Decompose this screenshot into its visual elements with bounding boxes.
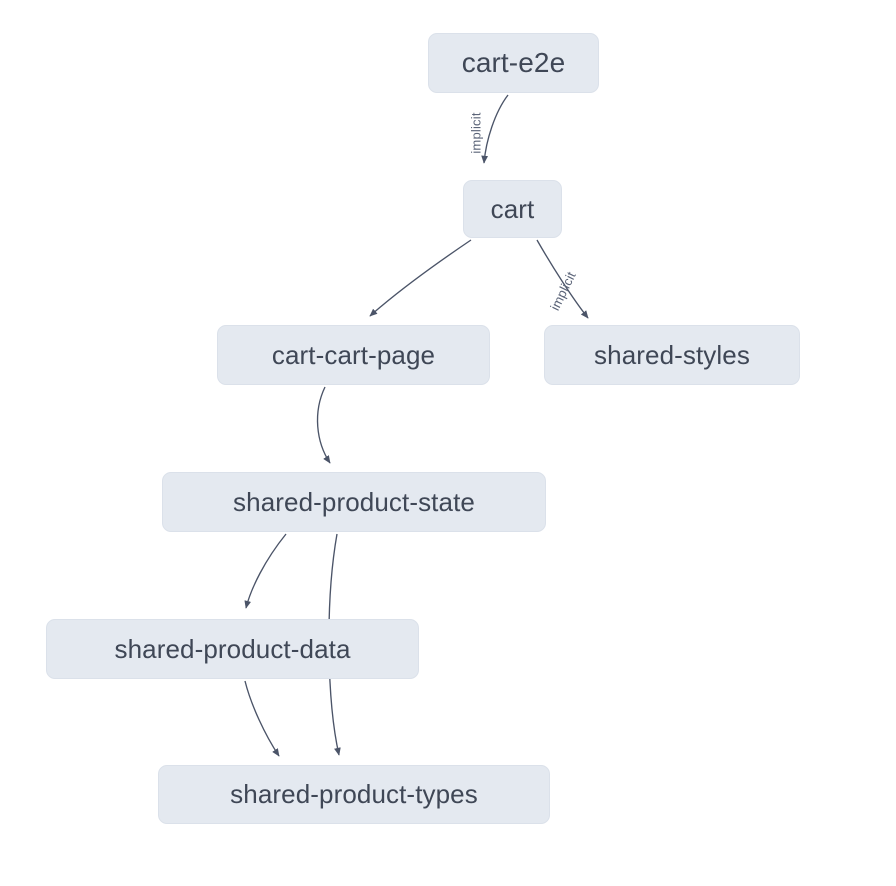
node-cart[interactable]: cart [463,180,562,238]
node-shared-product-types[interactable]: shared-product-types [158,765,550,824]
node-shared-product-data[interactable]: shared-product-data [46,619,419,679]
edge-cart-e2e-to-cart [481,94,509,164]
node-label: shared-product-state [233,486,475,517]
node-cart-cart-page[interactable]: cart-cart-page [217,325,490,385]
node-label: cart-e2e [461,47,566,78]
node-shared-product-state[interactable]: shared-product-state [162,472,546,532]
node-label: cart-cart-page [271,339,436,370]
edge-shared-product-data-to-shared-product-types [244,680,280,757]
edge-cart-to-cart-cart-page [369,239,472,317]
edge-shared-product-state-to-shared-product-data [244,533,287,609]
node-cart-e2e[interactable]: cart-e2e [428,33,599,93]
edge-cart-to-shared-styles [536,239,589,319]
node-shared-styles[interactable]: shared-styles [544,325,800,385]
node-label: cart [490,193,535,224]
node-label: shared-product-data [114,633,351,664]
node-label: shared-styles [594,339,750,370]
edge-label-text: implicit [468,112,484,154]
edge-label-cart-e2e-to-cart: implicit [469,112,484,153]
node-label: shared-product-types [230,779,478,809]
edge-cart-cart-page-to-shared-product-state [316,386,331,464]
